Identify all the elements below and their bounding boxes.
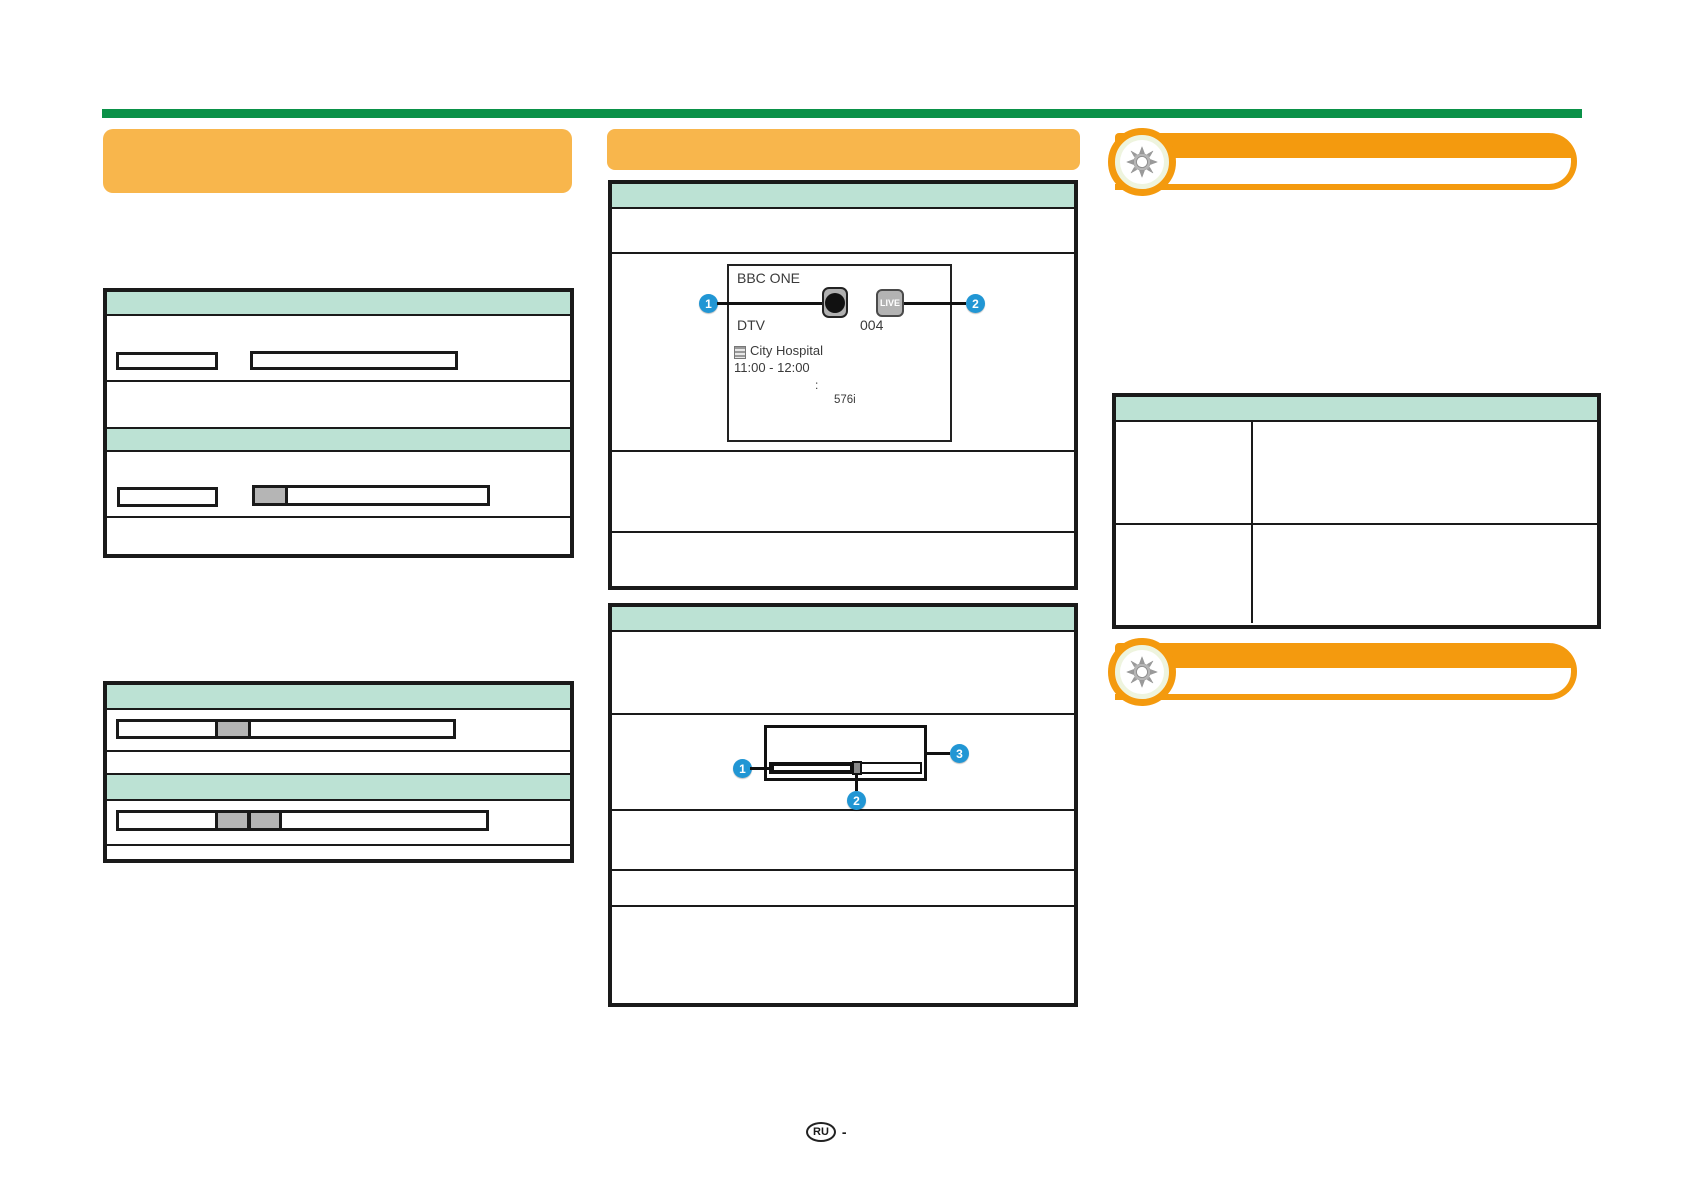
playback-diagram-row: 1 2 3 bbox=[612, 715, 1074, 811]
table-row bbox=[107, 316, 570, 382]
region-code-badge: RU bbox=[806, 1122, 836, 1142]
callout-line bbox=[927, 752, 950, 755]
callout-line bbox=[717, 302, 823, 305]
program-title: City Hospital bbox=[750, 343, 823, 358]
program-time: 11:00 - 12:00 bbox=[734, 360, 810, 375]
slider-track bbox=[119, 722, 215, 736]
table-header-row bbox=[612, 184, 1074, 209]
table-header-row bbox=[107, 685, 570, 710]
tip-banner-band bbox=[1115, 133, 1571, 158]
table-row bbox=[612, 209, 1074, 254]
table-row bbox=[107, 382, 570, 429]
button-outline bbox=[116, 352, 218, 370]
table-cell bbox=[1116, 525, 1253, 623]
footer-dash: - bbox=[841, 1124, 847, 1140]
callout-line bbox=[855, 775, 858, 791]
table-row bbox=[107, 801, 570, 846]
callout-3: 3 bbox=[950, 744, 969, 763]
tip-sun-icon bbox=[1126, 656, 1158, 688]
elapsed-bar bbox=[771, 763, 853, 773]
tip-badge-2 bbox=[1108, 638, 1176, 706]
table-row bbox=[612, 632, 1074, 715]
tip-badge-1 bbox=[1108, 128, 1176, 196]
slider-tick bbox=[285, 488, 288, 503]
top-divider-bar bbox=[102, 109, 1582, 118]
table-cell bbox=[1253, 422, 1597, 525]
tip-sun-icon bbox=[1126, 146, 1158, 178]
tip-banner-outline bbox=[1115, 643, 1577, 700]
right-table-body bbox=[1116, 422, 1597, 623]
tip-banner-outline bbox=[1115, 133, 1577, 190]
setting-slider bbox=[116, 719, 456, 739]
channel-display-row: BBC ONE 1 LIVE 2 DTV 004 City Hospital 1… bbox=[612, 254, 1074, 452]
table-row bbox=[107, 518, 570, 554]
table-header-row bbox=[107, 775, 570, 801]
callout-2: 2 bbox=[966, 294, 985, 313]
button-outline bbox=[250, 351, 458, 370]
playhead-marker bbox=[852, 761, 862, 775]
level-slider bbox=[252, 485, 490, 506]
table-row bbox=[612, 452, 1074, 533]
resolution-label: 576i bbox=[834, 394, 856, 406]
record-dot bbox=[825, 292, 845, 313]
slider-thumb bbox=[218, 813, 247, 828]
slider-tick bbox=[215, 813, 218, 828]
table-row bbox=[612, 811, 1074, 871]
program-lines-icon bbox=[734, 346, 746, 359]
callout-2: 2 bbox=[847, 791, 866, 810]
slider-tick bbox=[247, 813, 251, 828]
tip-banner-band bbox=[1115, 643, 1571, 668]
slider-thumb bbox=[251, 813, 279, 828]
slider-track bbox=[251, 722, 453, 736]
middle-table-b: 1 2 3 bbox=[608, 603, 1078, 1007]
section-header-left bbox=[103, 129, 572, 193]
table-header-row bbox=[107, 429, 570, 452]
middle-table-a: BBC ONE 1 LIVE 2 DTV 004 City Hospital 1… bbox=[608, 180, 1078, 590]
table-row bbox=[612, 907, 1074, 1003]
table-header-row bbox=[107, 292, 570, 316]
tip-banner-1 bbox=[1115, 133, 1577, 190]
callout-line bbox=[750, 767, 772, 770]
slider-thumb bbox=[218, 722, 248, 736]
setting-slider bbox=[116, 810, 489, 831]
callout-1: 1 bbox=[733, 759, 752, 778]
page-footer: RU - bbox=[806, 1122, 847, 1142]
table-row bbox=[107, 710, 570, 752]
table-row bbox=[612, 871, 1074, 907]
slider-track bbox=[119, 813, 215, 828]
slider-fill bbox=[255, 488, 285, 503]
record-icon bbox=[822, 287, 848, 318]
table-header-row bbox=[612, 607, 1074, 632]
button-outline bbox=[117, 487, 218, 507]
table-row bbox=[107, 846, 570, 859]
live-badge: LIVE bbox=[876, 289, 904, 317]
channel-name: BBC ONE bbox=[737, 270, 801, 286]
broadcast-type: DTV bbox=[737, 317, 765, 333]
table-header-row bbox=[1116, 397, 1597, 422]
slider-track bbox=[288, 488, 487, 503]
info-separator: : bbox=[815, 378, 819, 392]
table-row bbox=[612, 533, 1074, 586]
left-table-a bbox=[103, 288, 574, 558]
slider-track bbox=[282, 813, 486, 828]
channel-number: 004 bbox=[860, 317, 884, 333]
slider-tick bbox=[248, 722, 251, 736]
slider-tick bbox=[215, 722, 218, 736]
section-header-middle bbox=[607, 129, 1080, 170]
left-table-b bbox=[103, 681, 574, 863]
table-row bbox=[107, 752, 570, 775]
slider-tick bbox=[279, 813, 282, 828]
right-table bbox=[1112, 393, 1601, 629]
callout-1: 1 bbox=[699, 294, 718, 313]
table-cell bbox=[1116, 422, 1253, 525]
tip-banner-2 bbox=[1115, 643, 1577, 700]
table-row bbox=[107, 452, 570, 518]
callout-line bbox=[904, 302, 966, 305]
table-cell bbox=[1253, 525, 1597, 623]
